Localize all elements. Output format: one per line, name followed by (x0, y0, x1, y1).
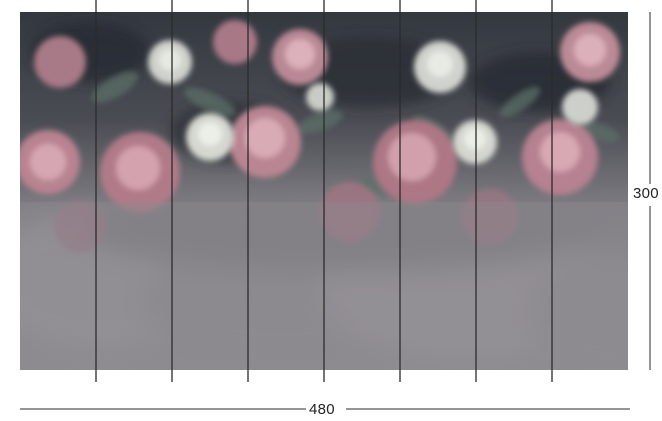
width-dimension-label: 480 (306, 402, 338, 417)
floral-mural-image (20, 12, 628, 370)
height-dimension-label: 300 (633, 186, 659, 201)
